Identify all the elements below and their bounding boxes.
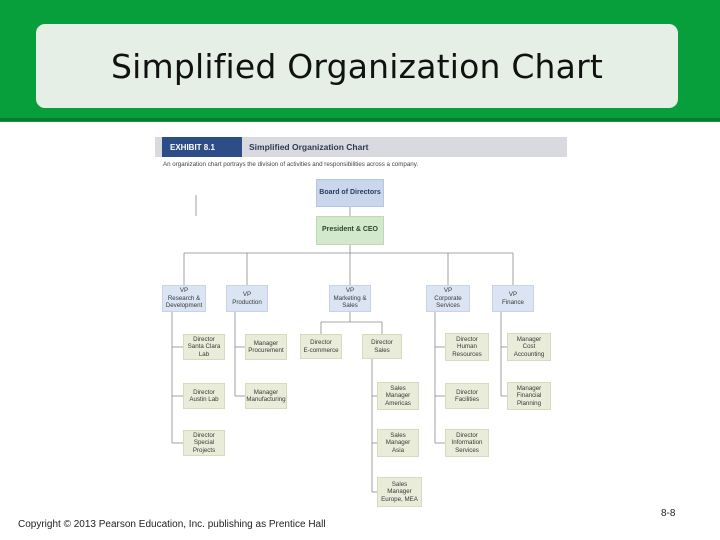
org-node-board-of-directors: Board of Directors [316, 179, 384, 207]
org-node-manager-manufacturing: Manager Manufacturing [245, 383, 287, 409]
exhibit-header-bar: EXHIBIT 8.1 Simplified Organization Char… [155, 137, 567, 157]
org-node-manager-procurement: Manager Procurement [245, 334, 287, 360]
exhibit-name: Simplified Organization Chart [249, 142, 369, 152]
org-node-sales-manager-asia: Sales Manager Asia [377, 429, 419, 457]
exhibit-caption: An organization chart portrays the divis… [163, 161, 419, 168]
org-node-manager-cost-accounting: Manager Cost Accounting [507, 333, 551, 361]
exhibit-tag: EXHIBIT 8.1 [162, 137, 242, 157]
org-node-sales-manager-europe-mea: Sales Manager Europe, MEA [377, 477, 422, 507]
connector-lines [171, 195, 514, 493]
slide-title: Simplified Organization Chart [110, 46, 604, 86]
copyright-notice: Copyright © 2013 Pearson Education, Inc.… [18, 519, 326, 530]
org-node-director-sales: Director Sales [362, 334, 402, 359]
title-box: Simplified Organization Chart [36, 24, 678, 108]
exhibit-figure: EXHIBIT 8.1 Simplified Organization Char… [155, 137, 567, 509]
org-node-sales-manager-americas: Sales Manager Americas [377, 382, 419, 410]
org-node-vp-marketing-sales: VP Marketing & Sales [329, 285, 371, 312]
org-node-vp-research-development: VP Research & Development [162, 285, 206, 312]
org-node-director-human-resources: Director Human Resources [445, 333, 489, 361]
org-node-director-information-services: Director Information Services [445, 429, 489, 457]
header-band: Simplified Organization Chart [0, 0, 720, 122]
org-node-director-facilities: Director Facilities [445, 383, 489, 409]
org-node-vp-corporate-services: VP Corporate Services [426, 285, 470, 312]
org-node-director-santa-clara-lab: Director Santa Clara Lab [183, 334, 225, 360]
org-node-director-e-commerce: Director E-commerce [300, 334, 342, 359]
org-node-vp-production: VP Production [226, 285, 268, 312]
org-node-vp-finance: VP Finance [492, 285, 534, 312]
org-node-director-special-projects: Director Special Projects [183, 430, 225, 456]
page-number: 8-8 [661, 508, 676, 519]
org-node-manager-financial-planning: Manager Financial Planning [507, 382, 551, 410]
org-node-director-austin-lab: Director Austin Lab [183, 383, 225, 409]
org-node-president-ceo: President & CEO [316, 216, 384, 245]
header-rule [0, 118, 720, 121]
